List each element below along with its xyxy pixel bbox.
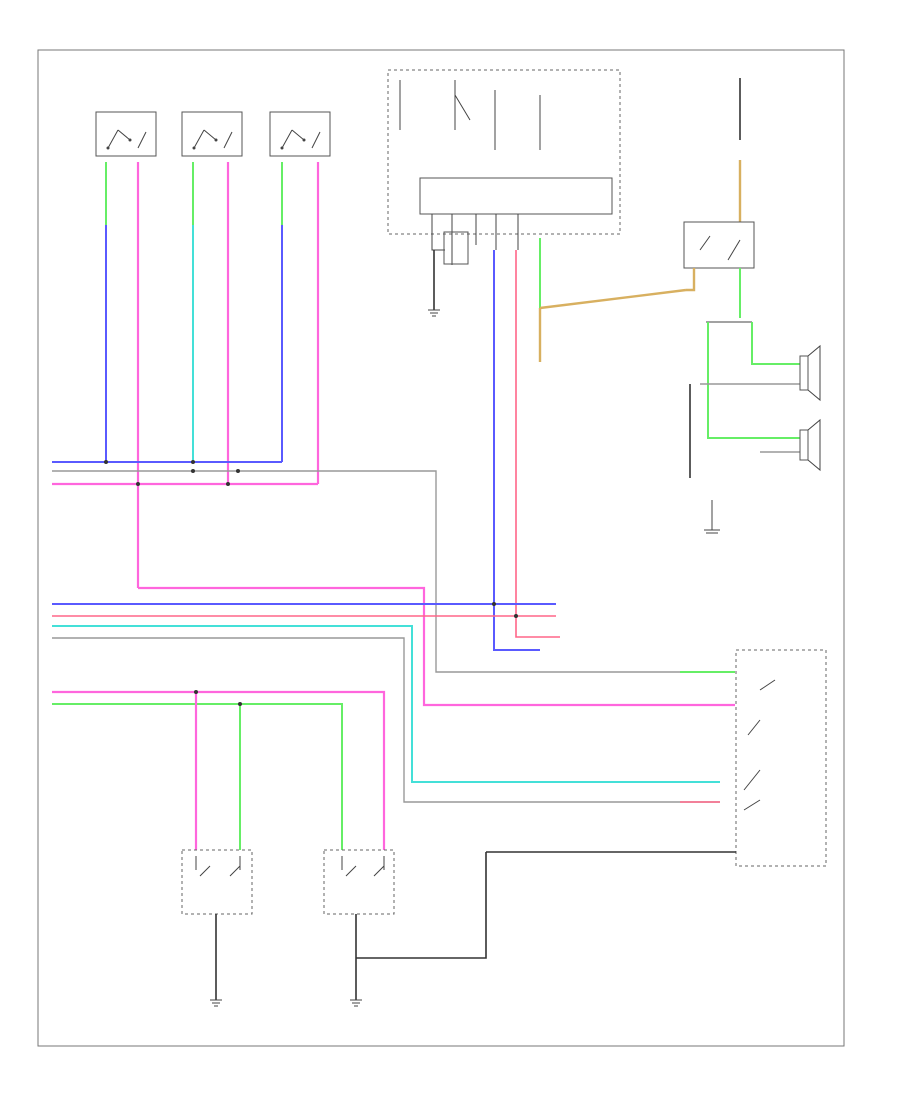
horn-circuit [689, 321, 800, 534]
middle-bus [52, 586, 735, 803]
ground-icon [428, 250, 440, 317]
speaker-icon [799, 344, 821, 402]
control-unit [387, 69, 621, 265]
door-switch-right-rear [181, 111, 243, 157]
door-switch-wires [105, 162, 320, 588]
diagram-frame [37, 49, 845, 1047]
door-switch-left-rear [269, 111, 331, 157]
lower-right-module [356, 649, 827, 959]
control-unit-wires [493, 238, 687, 651]
door-switch-right-front [95, 111, 157, 157]
lower-bus [52, 690, 386, 850]
upper-bus [52, 460, 735, 673]
horn-relay [683, 78, 755, 318]
window-switch-right [323, 849, 395, 1007]
speaker-icon [799, 418, 821, 472]
window-switch-left [181, 849, 253, 1007]
